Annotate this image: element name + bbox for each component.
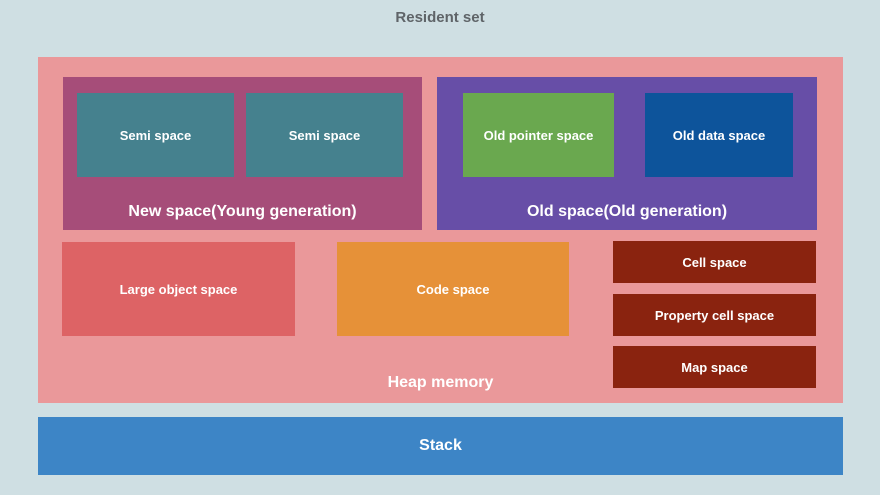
code-space-label: Code space	[416, 281, 490, 297]
stack-box: Stack	[38, 417, 843, 475]
semi-space-label: Semi space	[119, 127, 192, 143]
code-space-box: Code space	[337, 242, 569, 336]
property-cell-space-box: Property cell space	[613, 294, 816, 336]
cell-space-label: Cell space	[682, 254, 747, 270]
large-object-space-box: Large object space	[62, 242, 295, 336]
map-space-label: Map space	[681, 359, 748, 375]
new-space-label: New space(Young generation)	[128, 203, 357, 220]
map-space-box: Map space	[613, 346, 816, 388]
new-space-box: Semi space Semi space New space(Young ge…	[63, 77, 422, 230]
old-data-space-box: Old data space	[645, 93, 793, 177]
old-pointer-space-box: Old pointer space	[463, 93, 614, 177]
semi-space-label: Semi space	[288, 127, 361, 143]
old-pointer-space-label: Old pointer space	[483, 127, 594, 143]
semi-space-box: Semi space	[77, 93, 234, 177]
cell-space-box: Cell space	[613, 241, 816, 283]
old-space-box: Old pointer space Old data space Old spa…	[437, 77, 817, 230]
large-object-space-label: Large object space	[119, 281, 238, 297]
heap-memory-label: Heap memory	[387, 374, 494, 391]
stack-label: Stack	[419, 437, 462, 454]
diagram-title: Resident set	[395, 9, 485, 26]
property-cell-space-label: Property cell space	[654, 307, 775, 323]
semi-space-box: Semi space	[246, 93, 403, 177]
old-data-space-label: Old data space	[672, 127, 766, 143]
heap-memory-container: Semi space Semi space New space(Young ge…	[38, 57, 843, 403]
old-space-label: Old space(Old generation)	[526, 203, 728, 220]
